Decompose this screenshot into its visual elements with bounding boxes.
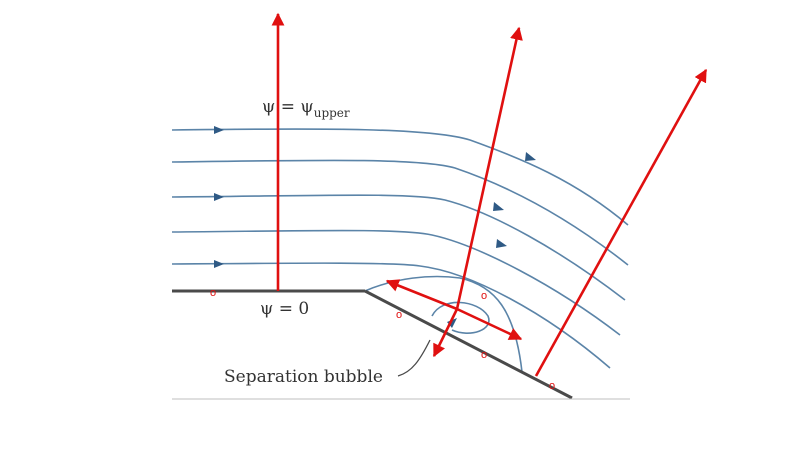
streamline-6-bubble-edge (364, 275, 523, 373)
wall (172, 289, 573, 400)
streamline-5 (171, 262, 611, 369)
arrow-along-wall-back (385, 279, 458, 311)
leader-line (397, 339, 431, 377)
flow-markers (214, 126, 536, 328)
flow-marker (496, 239, 507, 248)
flow-marker (214, 126, 224, 134)
label-psi-upper: ψ = ψupper (262, 97, 350, 120)
point-marker: o (210, 287, 216, 299)
streamline-2 (171, 159, 629, 266)
flow-marker (525, 152, 536, 161)
arrow-normal-down (432, 308, 459, 358)
flow-marker (214, 193, 224, 201)
streamline-4 (171, 229, 621, 336)
label-separation-bubble: Separation bubble (224, 367, 383, 387)
arrow-along-wall-forward (456, 307, 523, 341)
wall-ramp (364, 289, 573, 400)
red-arrows (271, 12, 708, 377)
streamline-3 (171, 194, 626, 301)
arrow-right-up (534, 68, 708, 377)
point-marker: o (549, 380, 555, 392)
point-marker: o (481, 290, 487, 302)
flow-marker (214, 260, 224, 268)
flow-marker (493, 202, 504, 211)
arrow-mid-up (455, 26, 523, 310)
label-psi-zero: ψ = 0 (260, 299, 309, 319)
point-marker: o (396, 309, 402, 321)
point-markers: o o o o o (210, 287, 555, 392)
point-marker: o (481, 349, 487, 361)
streamline-1 (171, 128, 629, 226)
flow-marker (447, 318, 457, 328)
